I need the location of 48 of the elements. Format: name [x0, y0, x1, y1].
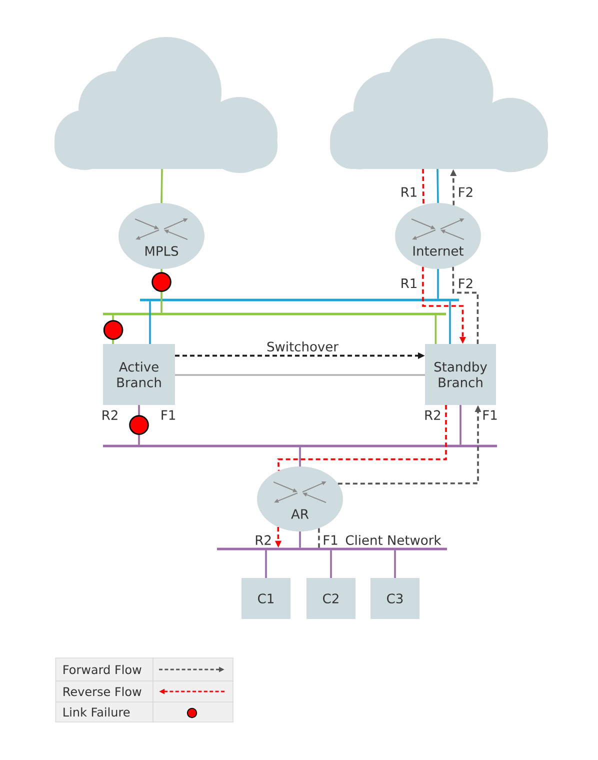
- edge-label: R2: [423, 409, 442, 421]
- link-line: [160, 168, 163, 204]
- legend-label: Forward Flow: [55, 658, 154, 682]
- edge-label: F2: [456, 186, 475, 198]
- client-box: C3: [370, 578, 420, 619]
- dashed-line: [318, 528, 320, 548]
- edge-label: R2: [254, 534, 273, 546]
- link-line: [175, 374, 425, 376]
- branch-box: Active Branch: [103, 344, 175, 405]
- edge-label: R1: [399, 278, 419, 290]
- edge-label: F1: [481, 409, 499, 421]
- client-box: C1: [242, 578, 290, 619]
- edge-label: Switchover: [266, 340, 340, 353]
- link-line: [112, 315, 114, 344]
- link-line: [299, 532, 301, 548]
- edge-label: F1: [322, 534, 340, 546]
- link-line: [460, 405, 462, 445]
- link-line: [330, 550, 332, 578]
- router: MPLS: [118, 203, 204, 269]
- edge-label: F2: [456, 277, 475, 290]
- link-line: [434, 315, 437, 344]
- network-label: Client Network: [346, 534, 442, 546]
- legend-label: Link Failure: [55, 702, 154, 722]
- link-line: [149, 301, 151, 344]
- link-line: [138, 405, 140, 445]
- link-line: [437, 269, 439, 299]
- dashed-line: [422, 168, 424, 205]
- text-label: R2: [102, 410, 118, 420]
- router: AR: [257, 466, 343, 532]
- cloud: [330, 38, 548, 172]
- router: Internet: [395, 203, 481, 269]
- link-line: [436, 168, 439, 203]
- network-bus: [103, 312, 446, 316]
- text-label: F1: [162, 410, 175, 420]
- link-line: [160, 269, 162, 313]
- dashed-line: [452, 266, 479, 344]
- network-bus: [103, 444, 497, 448]
- link-line: [299, 447, 301, 466]
- legend-label: Reverse Flow: [55, 680, 154, 702]
- cloud: [54, 37, 278, 173]
- edge-label: R1: [399, 186, 419, 198]
- network-bus: [140, 298, 459, 302]
- client-box: C2: [306, 578, 356, 619]
- link-line: [394, 550, 396, 578]
- link-line: [265, 550, 267, 578]
- link-line: [449, 301, 451, 344]
- branch-box: Standby Branch: [425, 344, 496, 405]
- dashed-line: [277, 405, 447, 471]
